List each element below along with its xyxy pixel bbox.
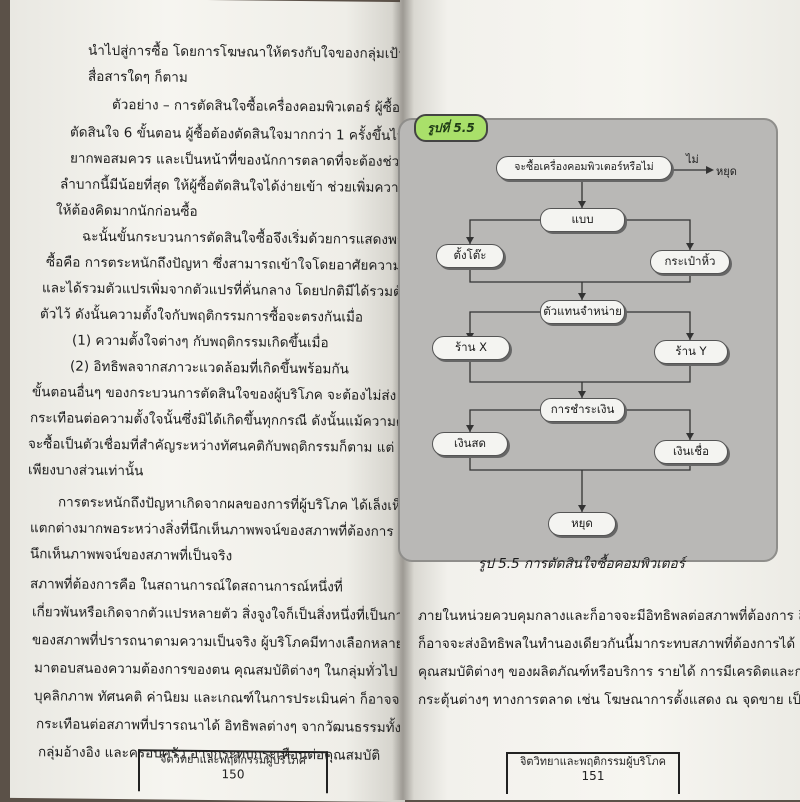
flow-label-no: ไม่ [686, 153, 699, 166]
text-line: กระตุ้นต่างๆ ทางการตลาด เช่น โฆษณาการตั้… [418, 692, 800, 708]
flow-node-start: จะซื้อเครื่องคอมพิวเตอร์หรือไม่ [496, 156, 672, 180]
figure-caption: รูป 5.5 การตัดสินใจซื้อคอมพิวเตอร์ [478, 556, 685, 572]
flow-node-credit: เงินเชื่อ [654, 440, 728, 464]
footer-title: จิตวิทยาและพฤติกรรมผู้บริโภค [519, 755, 666, 768]
page-footer: จิตวิทยาและพฤติกรรมผู้บริโภค 151 [506, 752, 680, 794]
page-number: 151 [581, 769, 605, 783]
text-line: คุณสมบัติต่างๆ ของผลิตภัณฑ์หรือบริการ รา… [418, 664, 800, 680]
text-line: ก็อาจจะส่งอิทธิพลในทำนองเดียวกันนี้มากระ… [418, 636, 800, 652]
flow-node-laptop: กระเป๋าหิ้ว [650, 250, 730, 274]
flow-node-stop: หยุด [548, 512, 616, 536]
flow-node-payment: การชำระเงิน [540, 398, 625, 422]
figure-tag: รูปที่ 5.5 [414, 114, 488, 142]
text-line: ภายในหน่วยควบคุมกลางและก็อาจจะมีอิทธิพลต… [418, 608, 800, 624]
flow-node-store-y: ร้าน Y [654, 340, 728, 364]
flow-node-brand: แบบ [540, 208, 625, 232]
flow-node-store-x: ร้าน X [432, 336, 510, 360]
flow-node-stop-top: หยุด [716, 165, 737, 178]
flow-node-dealer: ตัวแทนจำหน่าย [540, 300, 625, 324]
flow-node-cash: เงินสด [432, 432, 508, 456]
flow-node-desktop: ตั้งโต๊ะ [436, 244, 504, 268]
